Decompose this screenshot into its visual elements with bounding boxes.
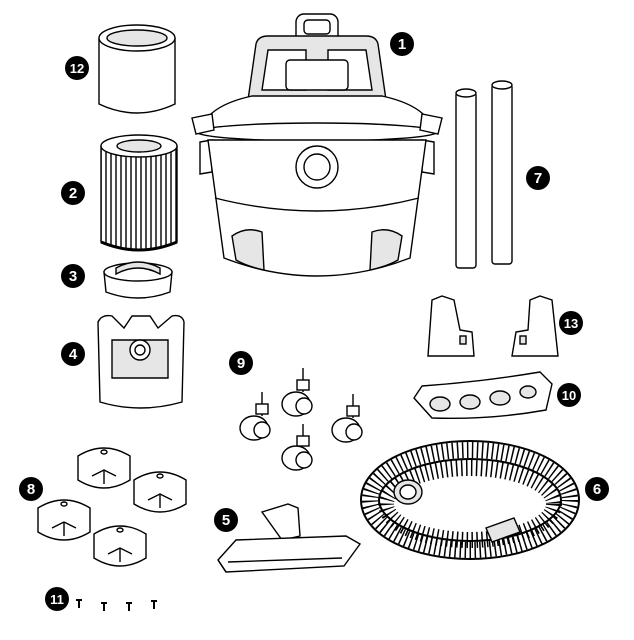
callout-5: 5	[214, 508, 238, 532]
accessory-holders	[427, 295, 559, 357]
callout-10-label: 10	[562, 388, 576, 403]
dust-bag	[97, 314, 185, 409]
cartridge-filter	[100, 134, 178, 252]
callout-5-label: 5	[222, 512, 230, 529]
callout-6: 6	[585, 477, 609, 501]
screws	[76, 599, 157, 611]
extension-wands	[455, 80, 513, 269]
caster	[281, 368, 313, 417]
callout-3: 3	[61, 264, 85, 288]
callout-12-label: 12	[70, 61, 84, 76]
callout-8-label: 8	[27, 481, 35, 498]
callout-11: 11	[45, 587, 69, 611]
callout-1-label: 1	[398, 36, 406, 53]
vacuum-main-unit	[191, 13, 443, 277]
callout-13-label: 13	[564, 316, 578, 331]
floor-nozzle	[217, 503, 362, 573]
casters	[239, 368, 363, 471]
callout-13: 13	[559, 311, 583, 335]
callout-10: 10	[557, 383, 581, 407]
callout-6-label: 6	[593, 481, 601, 498]
caster	[239, 392, 271, 441]
accessory-rack	[413, 371, 553, 420]
callout-9-label: 9	[237, 355, 245, 372]
foam-sleeve	[98, 24, 176, 114]
callout-4: 4	[61, 342, 85, 366]
callout-9: 9	[229, 351, 253, 375]
filter-retainer	[103, 261, 173, 299]
caster	[331, 394, 363, 443]
screw	[151, 600, 157, 609]
callout-7: 7	[526, 166, 550, 190]
callout-3-label: 3	[69, 268, 77, 285]
screw	[76, 599, 82, 608]
callout-4-label: 4	[69, 346, 78, 363]
caster	[281, 424, 313, 471]
callout-1: 1	[390, 32, 414, 56]
screw	[126, 602, 132, 611]
callout-2: 2	[61, 181, 85, 205]
callout-12: 12	[65, 56, 89, 80]
callout-2-label: 2	[69, 185, 77, 202]
callout-11-label: 11	[50, 592, 64, 607]
screw	[101, 602, 107, 611]
hose	[360, 440, 580, 560]
callout-8: 8	[19, 477, 43, 501]
caster-covers	[37, 447, 187, 567]
callout-7-label: 7	[534, 170, 542, 187]
